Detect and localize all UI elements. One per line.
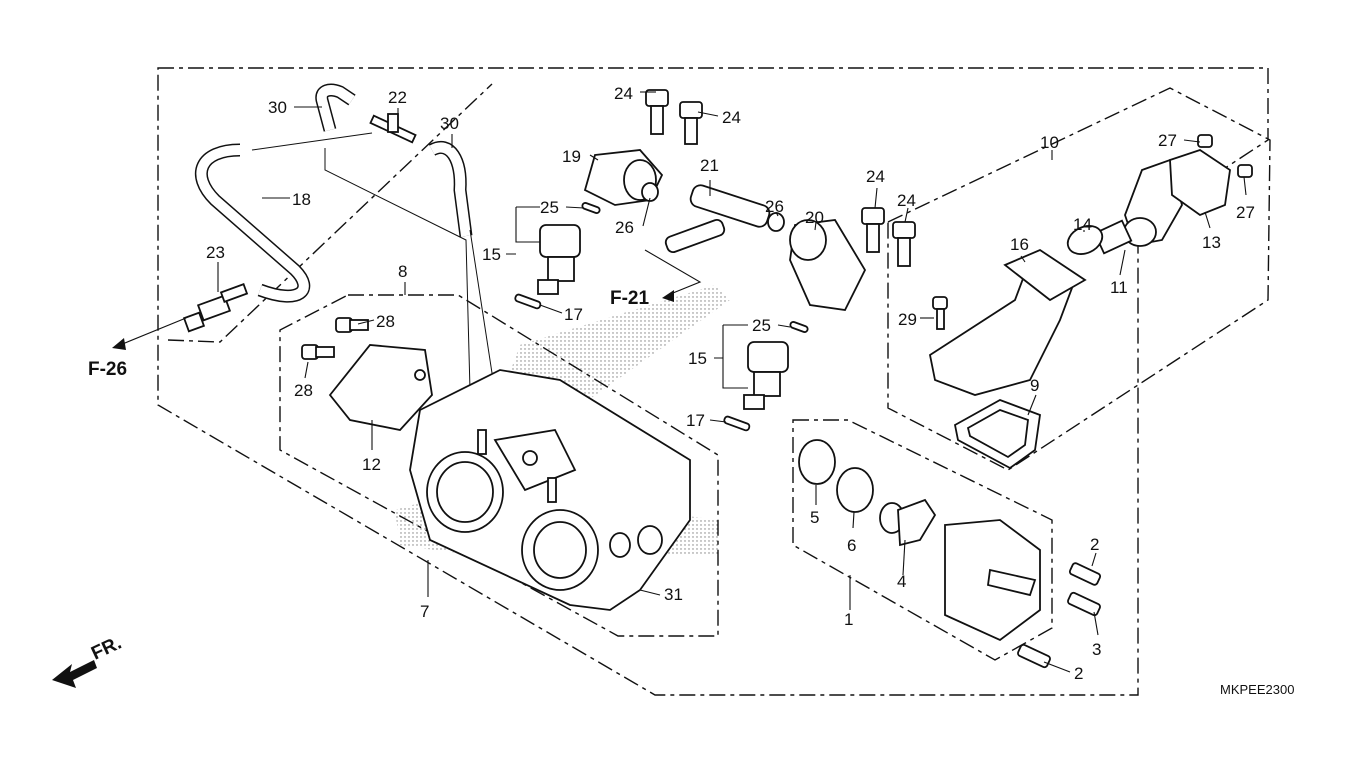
callout-24-d: 24: [897, 191, 916, 210]
callout-29: 29: [898, 310, 917, 329]
tee-joint-22: [369, 113, 417, 144]
callout-20: 20: [805, 208, 824, 227]
plate-13: [1169, 149, 1231, 217]
callout-17-upper: 17: [564, 305, 583, 324]
callout-26-right: 26: [765, 197, 784, 216]
svg-text:F-21: F-21: [610, 288, 650, 309]
callout-24-c: 24: [866, 167, 885, 186]
callout-labels: 30 22 30 18 23 8 28 28 12 7 24 24 19 21 …: [206, 84, 1255, 683]
callout-28-top: 28: [376, 312, 395, 331]
bracket-12: [328, 344, 433, 431]
callout-11: 11: [1110, 278, 1128, 297]
callout-3: 3: [1092, 640, 1101, 659]
gasket-9: [953, 399, 1041, 470]
bolts-24-top: [645, 89, 916, 267]
callout-8: 8: [398, 262, 407, 281]
hose-30-left: [315, 83, 356, 132]
callout-10: 10: [1040, 133, 1059, 152]
callout-9: 9: [1030, 376, 1039, 395]
callout-13: 13: [1202, 233, 1221, 252]
ref-f26: F-26: [88, 317, 187, 380]
callout-28-bottom: 28: [294, 381, 313, 400]
callout-12: 12: [362, 455, 381, 474]
callout-25-upper: 25: [540, 198, 559, 217]
callout-31: 31: [664, 585, 683, 604]
callout-15-lower: 15: [688, 349, 707, 368]
throttle-body-outline: [279, 294, 719, 637]
injector-15-lower: [743, 341, 789, 410]
callout-1: 1: [844, 610, 853, 629]
callout-27-top: 27: [1158, 131, 1177, 150]
svg-text:F-26: F-26: [88, 359, 127, 380]
callout-4: 4: [897, 572, 906, 591]
seals: [514, 182, 809, 432]
seal-14: [1066, 225, 1104, 255]
callout-7: 7: [420, 602, 429, 621]
group-outlines: [157, 67, 1271, 696]
iacv-11: [1093, 158, 1183, 255]
callout-30-right: 30: [440, 114, 459, 133]
callout-5: 5: [810, 508, 819, 527]
callout-27-right: 27: [1236, 203, 1255, 222]
callout-14: 14: [1073, 215, 1092, 234]
hose-joint-23: [182, 283, 249, 333]
callout-18: 18: [292, 190, 311, 209]
hose-30-right: [428, 141, 473, 237]
outer-assembly-outline: [157, 67, 1269, 696]
callout-24-a: 24: [614, 84, 633, 103]
ref-f21: F-21: [610, 249, 702, 309]
callout-19: 19: [562, 147, 581, 166]
callout-15-upper: 15: [482, 245, 501, 264]
fuel-pipe-21: [664, 184, 771, 253]
iacv-outline: [887, 87, 1271, 471]
callout-6: 6: [847, 536, 856, 555]
hose-18: [194, 143, 311, 303]
throttle-body-7: [409, 369, 691, 611]
screws-2-3: [1017, 562, 1102, 669]
screws-27-29: [932, 134, 1253, 330]
callout-17-lower: 17: [686, 411, 705, 430]
screws-28: [301, 317, 369, 360]
sensor-unit-1: [944, 519, 1041, 642]
svg-text:FR.: FR.: [88, 633, 125, 665]
injector-holder-20: [789, 219, 867, 311]
sensor-unit-outline: [792, 419, 1053, 661]
injector-15-upper: [537, 224, 581, 295]
iacv-housing-16: [928, 248, 1087, 396]
breather-hose-outline: [167, 83, 493, 343]
callout-23: 23: [206, 243, 225, 262]
callout-26-left: 26: [615, 218, 634, 237]
callout-30-left: 30: [268, 98, 287, 117]
callout-2-upper: 2: [1090, 535, 1099, 554]
callout-2-lower: 2: [1074, 664, 1083, 683]
front-direction-indicator: FR.: [52, 633, 125, 688]
callout-22: 22: [388, 88, 407, 107]
o-rings: [798, 439, 937, 547]
leader-lines: [217, 91, 1247, 673]
front-arrow-icon: [52, 660, 97, 688]
callout-25-lower: 25: [752, 316, 771, 335]
diagram-code: MKPEE2300: [1220, 682, 1294, 697]
callout-21: 21: [700, 156, 719, 175]
callout-16: 16: [1010, 235, 1029, 254]
callout-24-b: 24: [722, 108, 741, 127]
